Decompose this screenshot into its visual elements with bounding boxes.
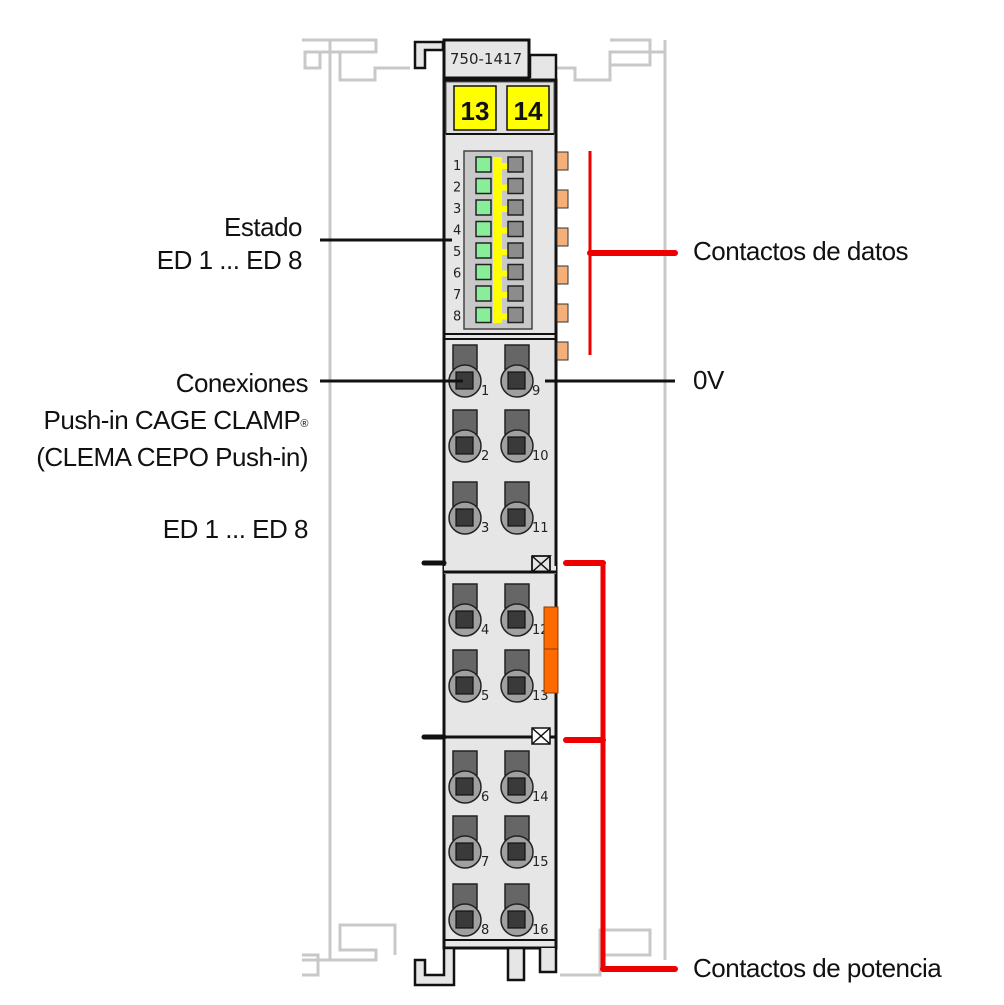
marker-13 (453, 85, 497, 131)
terminal-6[interactable]: 6 (448, 750, 489, 805)
terminal-number: 16 (532, 923, 549, 938)
push-button[interactable] (452, 750, 478, 776)
led-green-7 (475, 285, 492, 302)
marker-14 (506, 85, 550, 131)
led-gray-4 (507, 220, 524, 238)
led-number: 1 (453, 159, 461, 174)
led-green-1 (475, 156, 492, 173)
led-gray-2 (507, 177, 524, 195)
terminal-number: 9 (532, 384, 540, 399)
data-contact (556, 227, 569, 247)
led-gray-1 (507, 156, 524, 173)
led-green-5 (475, 242, 492, 259)
bottom-latch (413, 946, 558, 987)
status-label-line1: Estado (224, 212, 302, 242)
terminal-number: 3 (481, 521, 489, 536)
part-number: 750-1417 (450, 50, 522, 68)
terminal-5[interactable]: 5 (448, 649, 489, 704)
terminal-15[interactable]: 15 (500, 815, 549, 870)
connections-label-line2: Push-in CAGE CLAMP® (43, 405, 309, 435)
data-contact (556, 341, 569, 361)
terminal-number: 14 (532, 790, 549, 805)
connections-label-line3: (CLEMA CEPO Push-in) (36, 442, 308, 472)
led-green-8 (475, 306, 492, 324)
status-label: Estado ED 1 ... ED 8 (156, 211, 303, 277)
terminal-14[interactable]: 14 (500, 750, 549, 805)
terminal-9[interactable]: 9 (500, 344, 540, 399)
data-contacts (556, 151, 569, 361)
callout-lines (320, 238, 675, 740)
status-label-line2: ED 1 ... ED 8 (156, 245, 303, 275)
led-panel: 1 2 3 4 5 6 7 8 (453, 150, 533, 330)
terminal-number: 10 (532, 449, 549, 464)
terminal-12[interactable]: 12 (500, 583, 549, 638)
terminal-4[interactable]: 4 (448, 583, 489, 638)
terminal-7[interactable]: 7 (448, 815, 489, 870)
power-jumper (543, 606, 559, 694)
led-number: 3 (453, 202, 461, 217)
terminal-8[interactable]: 8 (448, 883, 489, 938)
led-gray-7 (507, 285, 524, 302)
section-separator-1 (444, 555, 556, 574)
data-contact (556, 265, 569, 285)
led-green-4 (475, 220, 492, 238)
led-number: 6 (453, 267, 461, 282)
terminal-10[interactable]: 10 (500, 409, 549, 464)
led-number: 4 (453, 224, 461, 239)
terminal-16[interactable]: 16 (500, 883, 549, 938)
data-contacts-label: Contactos de datos (693, 236, 909, 266)
terminal-number: 2 (481, 449, 489, 464)
section-separator-2 (444, 727, 556, 745)
push-button[interactable] (452, 409, 478, 435)
led-number: 2 (453, 181, 461, 196)
terminal-number: 7 (481, 855, 489, 870)
led-number: 8 (453, 310, 461, 325)
led-gray-5 (507, 242, 524, 259)
led-green-6 (475, 263, 492, 281)
led-green-3 (475, 199, 492, 216)
marker-14-text: 14 (514, 96, 543, 126)
led-number: 5 (453, 245, 461, 260)
power-contacts-label: Contactos de potencia (693, 953, 942, 983)
din-rail-outline (302, 38, 667, 977)
part-number-tab (442, 38, 531, 80)
terminal-number: 6 (481, 790, 489, 805)
connections-label: Conexiones Push-in CAGE CLAMP® (CLEMA CE… (36, 365, 308, 476)
terminal-1[interactable]: 1 (448, 344, 489, 399)
terminal-number: 4 (481, 623, 489, 638)
terminal-11[interactable]: 11 (500, 481, 549, 536)
data-contact (556, 151, 569, 171)
terminal-number: 5 (481, 689, 489, 704)
zero-volt-label: 0V (693, 365, 724, 395)
data-contact (556, 189, 569, 209)
terminal-3[interactable]: 3 (448, 481, 489, 536)
terminal-number: 15 (532, 855, 549, 870)
terminal-number: 11 (532, 521, 549, 536)
terminal-2[interactable]: 2 (448, 409, 489, 464)
led-number: 7 (453, 288, 461, 303)
terminal-number: 8 (481, 923, 489, 938)
led-gray-8 (507, 306, 524, 324)
marker-13-text: 13 (461, 96, 490, 126)
inputs-label: ED 1 ... ED 8 (162, 514, 309, 544)
led-gray-3 (507, 199, 524, 216)
red-callouts (563, 151, 678, 972)
data-contact (556, 303, 569, 323)
terminal-number: 1 (481, 384, 489, 399)
led-green-2 (475, 177, 492, 195)
connections-label-line1: Conexiones (175, 368, 309, 398)
led-gray-6 (507, 263, 524, 281)
